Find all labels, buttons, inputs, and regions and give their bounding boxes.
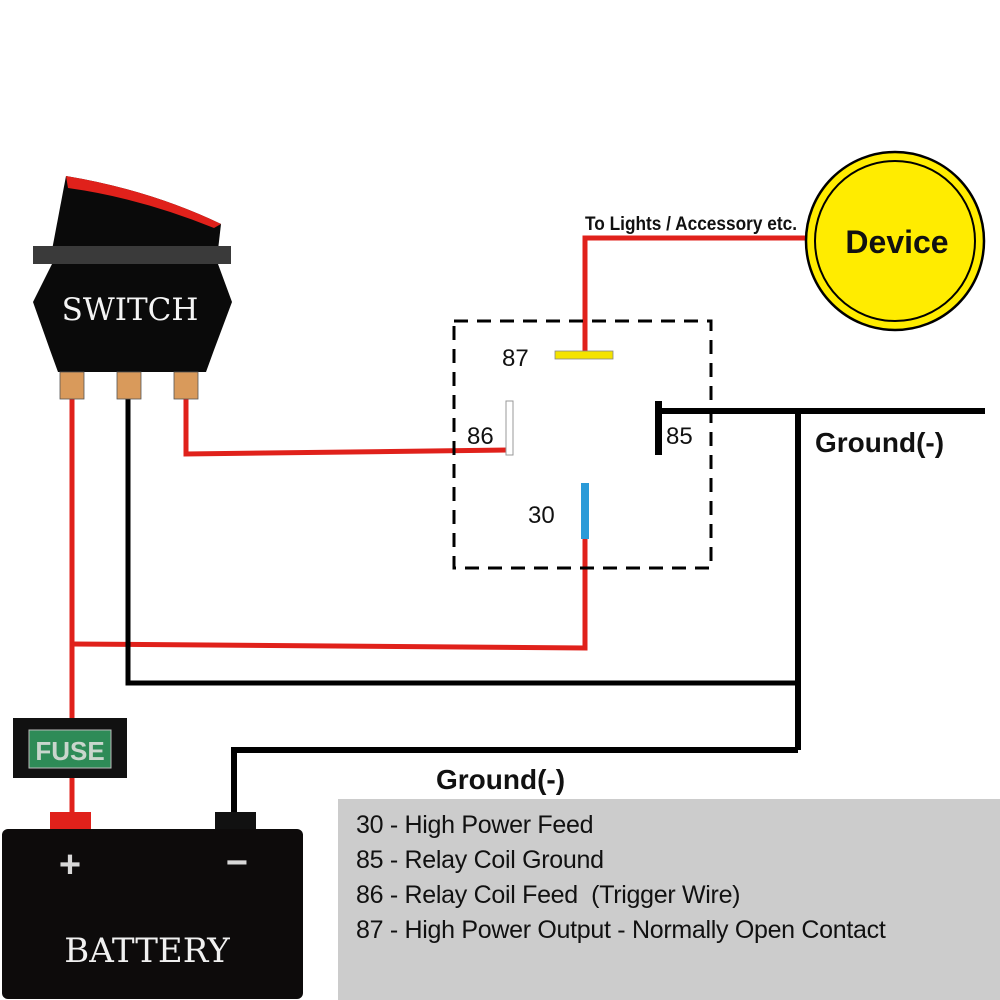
battery-label: BATTERY [64,931,230,971]
wire-87-to-device [582,235,808,352]
device-wire-label: To Lights / Accessory etc. [585,214,797,235]
legend-item-30: 30 - High Power Feed [356,811,594,839]
switch-terminal-right[interactable] [173,371,199,400]
relay-outline [452,319,713,570]
pin-legend: 30 - High Power Feed 85 - Relay Coil Gro… [338,799,1000,1000]
battery-body [2,829,303,999]
device-outer-ring [804,150,986,332]
fuse: FUSE [13,718,127,778]
fuse-label-plate [28,729,112,769]
pin-86-contact[interactable] [505,400,514,456]
wire-switch-ground [125,398,798,686]
switch-terminal-left[interactable] [59,371,85,400]
switch-bezel-band [33,246,231,264]
pin-87-label: 87 [502,345,529,372]
legend-item-86: 86 - Relay Coil Feed (Trigger Wire) [356,881,741,909]
legend-item-87: 87 - High Power Output - Normally Open C… [356,916,886,944]
pin-30-label: 30 [528,502,555,529]
switch-rocker-red-edge [66,176,221,228]
wire-positive-to-30 [71,538,588,651]
legend-item-85: 85 - Relay Coil Ground [356,846,604,874]
switch-label: SWITCH [62,292,199,328]
pin-85-contact[interactable] [655,401,662,455]
switch-terminal-middle[interactable] [116,371,142,400]
battery-negative-terminal[interactable] [215,812,256,830]
battery-negative-sign: − [226,842,248,884]
device-inner-ring [814,160,976,322]
pin-30-contact[interactable] [581,483,589,539]
pin-85-label: 85 [666,423,693,450]
device-label: Device [845,224,948,260]
battery-positive-sign: + [59,844,81,886]
ground-label-right: Ground(-) [815,427,944,458]
device: Device [804,150,986,332]
ground-label-bottom: Ground(-) [436,764,565,795]
battery: + − BATTERY [2,812,303,999]
fuse-label: FUSE [35,736,104,766]
rocker-switch[interactable]: SWITCH [33,176,232,400]
pin-86-label: 86 [467,423,494,450]
pin-87-contact[interactable] [554,350,614,360]
wire-ground-to-battery [231,747,798,815]
battery-positive-terminal[interactable] [50,812,91,830]
wire-switch-to-86 [183,398,509,457]
switch-body [33,264,232,372]
switch-rocker-top[interactable] [52,176,221,250]
